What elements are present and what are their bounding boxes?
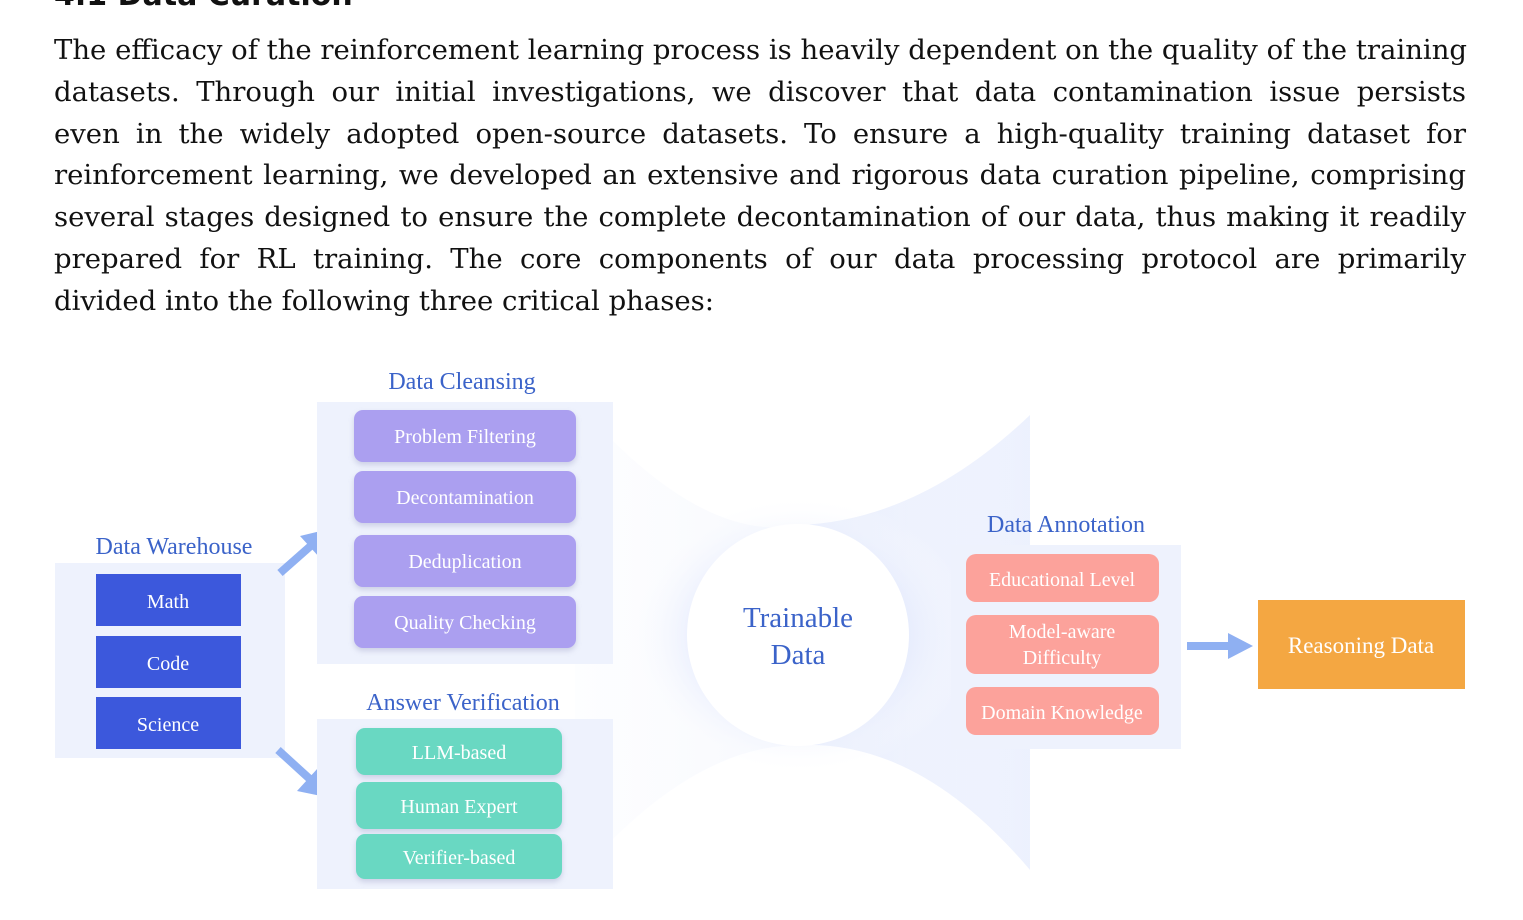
annotation-item-box	[966, 615, 1159, 674]
paragraph-line: The efficacy of the reinforcement learni…	[54, 34, 1468, 66]
verification-item-box	[356, 728, 562, 775]
data-warehouse-group: Data Warehouse Math Code Science	[55, 534, 285, 758]
cleansing-item-problem-filtering: Problem Filtering	[394, 426, 536, 448]
cleansing-item-box	[354, 535, 576, 587]
trainable-data-node: Trainable Data	[687, 524, 909, 746]
reasoning-data-box	[1258, 600, 1465, 689]
verification-item-human-expert: Human Expert	[400, 796, 518, 818]
cleansing-title: Data Cleansing	[388, 369, 535, 395]
warehouse-item-math: Math	[147, 591, 189, 613]
reasoning-data-group: Reasoning Data	[1258, 600, 1465, 689]
annotation-item-box	[966, 554, 1159, 602]
paragraph-line: even in the widely adopted open-source d…	[54, 117, 1466, 150]
paragraph-line: divided into the following three critica…	[54, 284, 715, 317]
warehouse-item-box	[96, 636, 241, 688]
cleansing-item-box	[354, 410, 576, 462]
warehouse-title: Data Warehouse	[96, 534, 253, 560]
verification-item-box	[356, 834, 562, 879]
trainable-data-line1: Trainable	[743, 602, 853, 634]
annotation-item-difficulty: Difficulty	[1023, 647, 1102, 669]
annotation-item-model-aware: Model-aware	[1009, 621, 1116, 643]
verification-item-llm-based: LLM-based	[412, 742, 506, 764]
section-heading: 4.1 Data Curation	[54, 0, 353, 13]
cleansing-item-deduplication: Deduplication	[408, 551, 521, 573]
paragraph-line: reinforcement learning, we developed an …	[54, 159, 1466, 192]
annotation-item-domain-knowledge: Domain Knowledge	[981, 702, 1143, 724]
warehouse-item-box	[96, 574, 241, 626]
arrow-to-output	[1187, 633, 1253, 659]
trainable-data-circle	[687, 524, 909, 746]
cleansing-item-decontamination: Decontamination	[396, 487, 534, 509]
cleansing-item-box	[354, 471, 576, 523]
warehouse-item-science: Science	[137, 714, 199, 736]
cleansing-item-box	[354, 596, 576, 648]
body-paragraph: The efficacy of the reinforcement learni…	[54, 30, 1468, 323]
cleansing-item-quality-checking: Quality Checking	[394, 612, 536, 634]
verification-item-box	[356, 782, 562, 829]
paragraph-line: datasets. Through our initial investigat…	[54, 75, 1466, 108]
data-annotation-group: Data Annotation Educational Level Model-…	[951, 512, 1181, 749]
paragraph-line: prepared for RL training. The core compo…	[54, 242, 1466, 275]
answer-verification-group: Answer Verification LLM-based Human Expe…	[317, 690, 613, 889]
paragraph-line: several stages designed to ensure the co…	[54, 201, 1466, 234]
trainable-data-line2: Data	[771, 639, 826, 671]
annotation-title: Data Annotation	[987, 512, 1145, 538]
annotation-item-box	[966, 687, 1159, 735]
warehouse-item-code: Code	[147, 653, 189, 675]
warehouse-item-box	[96, 697, 241, 749]
data-curation-diagram: Data Warehouse Math Code Science Data Cl…	[55, 369, 1465, 889]
verification-item-verifier-based: Verifier-based	[403, 847, 516, 869]
data-cleansing-group: Data Cleansing Problem Filtering Deconta…	[317, 369, 613, 664]
verification-title: Answer Verification	[366, 690, 560, 716]
reasoning-data-label: Reasoning Data	[1288, 633, 1434, 658]
annotation-item-educational-level: Educational Level	[989, 569, 1135, 591]
